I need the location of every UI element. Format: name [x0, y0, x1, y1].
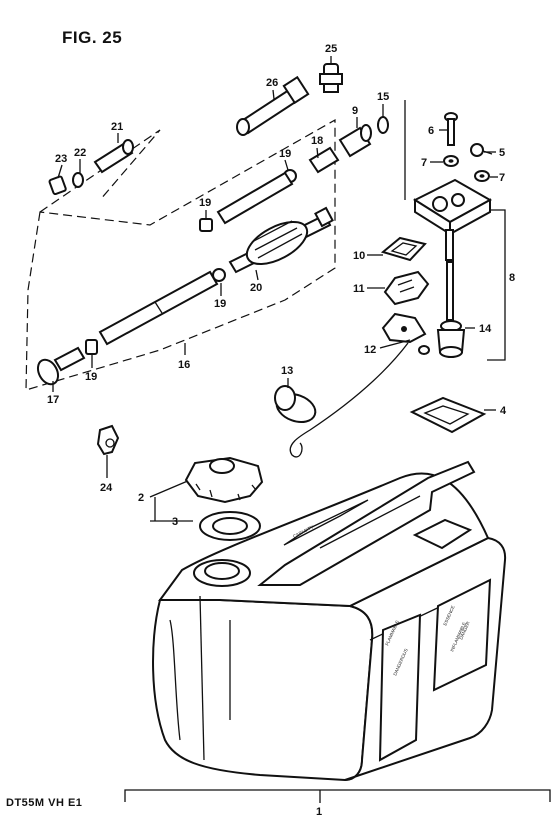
part-17-connector [36, 346, 86, 386]
part-19-clamp-b [199, 218, 213, 232]
part-16-hose-lower [98, 270, 219, 346]
bracket-8 [404, 100, 506, 361]
callout-7a: 7 [421, 157, 427, 169]
callout-19a: 19 [279, 148, 291, 160]
part-5-screw [470, 143, 493, 157]
callout-20: 20 [250, 282, 262, 294]
part-21-fitting [93, 139, 134, 174]
callout-7b: 7 [499, 172, 505, 184]
part-9-fitting [338, 124, 372, 158]
part-26-connector-hose [236, 75, 310, 136]
part-19-clamp-d [85, 339, 98, 355]
part-18-fitting [308, 146, 340, 174]
callout-19c: 19 [214, 298, 226, 310]
callout-2: 2 [138, 492, 144, 504]
bracket-1 [124, 789, 551, 803]
part-10-gasket [380, 236, 427, 262]
callout-9: 9 [352, 105, 358, 117]
callout-23: 23 [55, 153, 67, 165]
part-7-washer-b [474, 170, 490, 182]
callout-10: 10 [353, 250, 365, 262]
callout-24: 24 [100, 482, 113, 494]
part-7-washer-a [443, 155, 459, 167]
part-12-float-bracket [289, 312, 430, 458]
part-24-clip [96, 424, 120, 456]
callout-15: 15 [377, 91, 389, 103]
part-3-cap-gasket [199, 511, 261, 541]
callout-17: 17 [47, 394, 59, 406]
callout-8: 8 [509, 272, 515, 284]
callout-26: 26 [266, 77, 278, 89]
callout-12: 12 [364, 344, 376, 356]
part-15-washer [377, 116, 389, 134]
callout-13: 13 [281, 365, 293, 377]
part-19-clamp-c [212, 268, 226, 282]
leader-lines [52, 56, 498, 478]
callout-numbers: 25 26 9 15 21 22 23 18 19 19 19 19 20 17… [47, 43, 515, 818]
part-25-fitting [319, 63, 343, 93]
part-6-screw [444, 112, 458, 146]
part-16-hose-upper [216, 171, 294, 225]
part-13-float [274, 385, 317, 424]
callout-14: 14 [479, 323, 492, 335]
callout-18: 18 [311, 135, 323, 147]
part-20-primer-bulb [228, 206, 334, 274]
callout-3: 3 [172, 516, 178, 528]
footer-code: DT55M VH E1 [6, 797, 83, 809]
callout-16: 16 [178, 359, 190, 371]
part-14-filter [436, 320, 466, 358]
callout-4: 4 [500, 405, 507, 417]
part-2-fuel-cap [184, 456, 264, 504]
part-23-nut [48, 175, 67, 196]
part-1-fuel-tank [152, 460, 507, 782]
callout-19b: 19 [199, 197, 211, 209]
callout-1: 1 [316, 806, 322, 818]
part-22-washer [72, 172, 84, 188]
callout-19d: 19 [85, 371, 97, 383]
callout-22: 22 [74, 147, 86, 159]
callout-5: 5 [499, 147, 505, 159]
figure-title: FIG. 25 [62, 28, 123, 47]
callout-21: 21 [111, 121, 123, 133]
callout-25: 25 [325, 43, 337, 55]
bracket-2-3 [149, 479, 193, 522]
part-11-cover [383, 270, 430, 306]
callout-6: 6 [428, 125, 434, 137]
callout-11: 11 [353, 283, 365, 295]
part-4-gasket [409, 396, 487, 434]
part-8-fuel-gauge-assembly [412, 178, 493, 321]
